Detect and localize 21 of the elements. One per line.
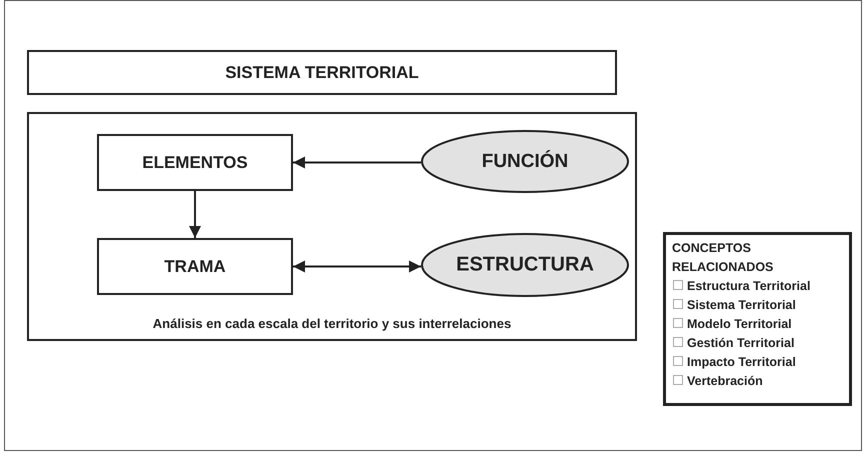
concept-item: Gestión Territorial [687, 336, 794, 350]
concept-item: Estructura Territorial [687, 279, 810, 293]
box-label: TRAMA [163, 256, 227, 276]
concept-item: Modelo Territorial [687, 317, 792, 331]
box-label: ELEMENTOS [141, 152, 249, 172]
arrow [293, 260, 421, 272]
box-label: SISTEMA TERRITORIAL [224, 62, 420, 82]
concept-item: Impacto Territorial [687, 355, 796, 369]
concept-item: Vertebración [687, 374, 763, 388]
concept-item: Sistema Territorial [687, 298, 796, 312]
ellipse-label: FUNCIÓN [480, 150, 570, 172]
ellipse-label: ESTRUCTURA [455, 254, 595, 276]
title-box [27, 50, 617, 95]
process-box [97, 134, 293, 191]
arrow [293, 156, 421, 168]
caption-text: Análisis en cada escala del territorio y sus interrelaciones [152, 316, 512, 331]
panel-heading: CONCEPTOS RELACIONADOS [672, 240, 774, 276]
process-box [97, 238, 293, 295]
concepts-panel [663, 232, 852, 406]
analysis-panel [27, 112, 637, 341]
arrow [189, 191, 201, 238]
